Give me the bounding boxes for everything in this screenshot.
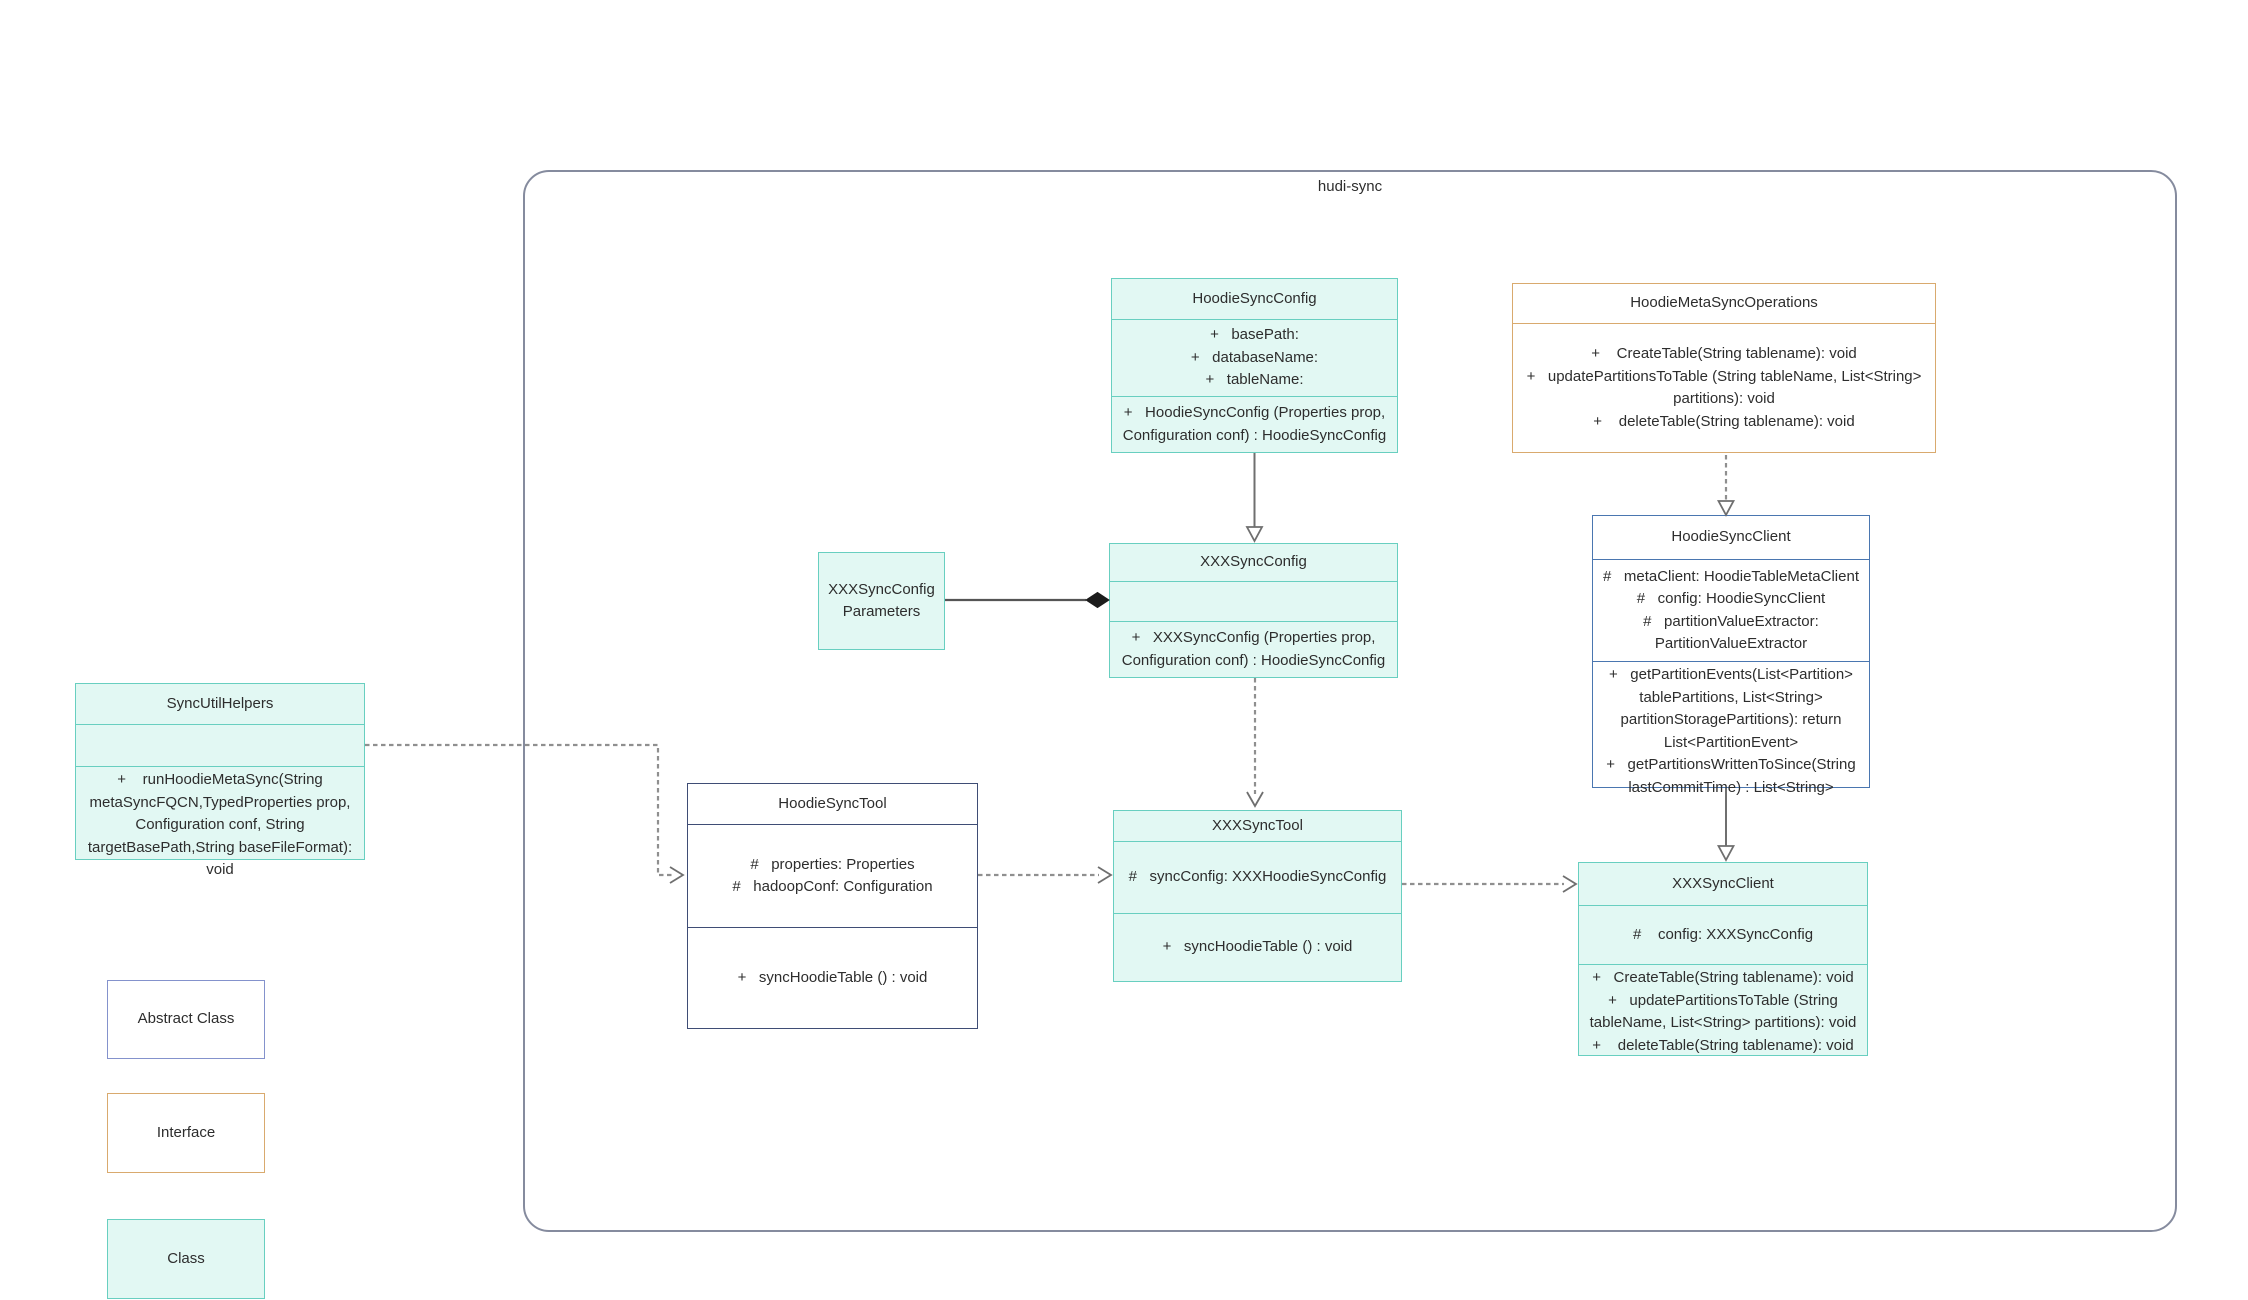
legend-class-label: Class <box>167 1249 205 1267</box>
class-title: HoodieSyncTool <box>778 794 887 812</box>
attributes-section-empty <box>1110 581 1397 621</box>
methods-section: + syncHoodieTable () : void <box>1114 913 1401 981</box>
legend-interface: Interface <box>107 1093 265 1173</box>
package-hudi-sync-frame <box>523 170 2177 1232</box>
attributes-section: # metaClient: HoodieTableMetaClient # co… <box>1593 559 1869 661</box>
methods-section: + syncHoodieTable () : void <box>688 927 977 1028</box>
class-hoodie-sync-config: HoodieSyncConfig + basePath: + databaseN… <box>1111 278 1398 453</box>
methods-section: + getPartitionEvents(List<Partition> tab… <box>1593 661 1869 801</box>
class-title: HoodieSyncConfig <box>1192 289 1317 307</box>
attributes-section: # syncConfig: XXXHoodieSyncConfig <box>1114 841 1401 913</box>
methods-section: + XXXSyncConfig (Properties prop, Config… <box>1110 621 1397 677</box>
class-title: XXXSyncConfigParameters <box>828 580 935 621</box>
attributes-section: # properties: Properties # hadoopConf: C… <box>688 824 977 927</box>
legend-interface-label: Interface <box>156 1123 216 1141</box>
methods-section: + CreateTable(String tablename): void + … <box>1513 323 1935 452</box>
class-title: XXXSyncClient <box>1672 874 1774 892</box>
interface-hoodie-meta-sync-operations: HoodieMetaSyncOperations + CreateTable(S… <box>1512 283 1936 453</box>
class-xxx-sync-config-parameters: XXXSyncConfigParameters <box>818 552 945 650</box>
class-sync-util-helpers: SyncUtilHelpers + runHoodieMetaSync(Stri… <box>75 683 365 878</box>
class-title: HoodieMetaSyncOperations <box>1630 294 1818 312</box>
class-xxx-sync-config: XXXSyncConfig + XXXSyncConfig (Propertie… <box>1109 543 1398 678</box>
methods-section: + HoodieSyncConfig (Properties prop, Con… <box>1112 396 1397 452</box>
legend-class: Class <box>107 1219 265 1299</box>
abstract-class-hoodie-sync-tool: HoodieSyncTool # properties: Properties … <box>687 783 978 1029</box>
class-xxx-sync-client: XXXSyncClient # config: XXXSyncConfig + … <box>1578 862 1868 1056</box>
legend-abstract-class: Abstract Class <box>107 980 265 1059</box>
class-title: SyncUtilHelpers <box>166 694 274 712</box>
attributes-section: # config: XXXSyncConfig <box>1579 905 1867 964</box>
class-title: XXXSyncTool <box>1212 816 1303 834</box>
attributes-section: + basePath: + databaseName: + tableName: <box>1112 319 1397 396</box>
package-hudi-sync-label: hudi-sync <box>1317 178 1383 195</box>
legend-abstract-class-label: Abstract Class <box>137 1010 235 1028</box>
class-title: HoodieSyncClient <box>1671 528 1791 546</box>
attributes-section-empty <box>76 724 364 766</box>
methods-section: + runHoodieMetaSync(String metaSyncFQCN,… <box>76 766 364 884</box>
abstract-class-hoodie-sync-client: HoodieSyncClient # metaClient: HoodieTab… <box>1592 515 1870 796</box>
class-title: XXXSyncConfig <box>1200 553 1307 571</box>
class-xxx-sync-tool: XXXSyncTool # syncConfig: XXXHoodieSyncC… <box>1113 810 1402 982</box>
methods-section: + CreateTable(String tablename): void + … <box>1579 964 1867 1059</box>
